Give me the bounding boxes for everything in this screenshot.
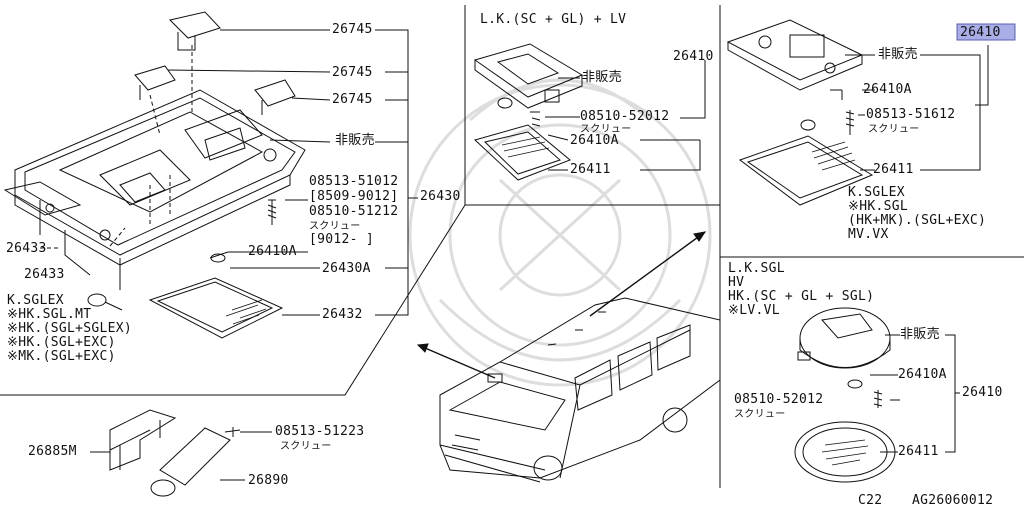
label-screw-pn-tr: 08513-51612 <box>866 107 956 122</box>
left-variant-1: K.SGLEX <box>7 293 64 308</box>
left-variant-list: K.SGLEX ※HK.SGL.MT ※HK.(SGL+SGLEX) ※HK.(… <box>7 294 132 364</box>
label-26432: 26432 <box>322 307 363 322</box>
label-26411-br: 26411 <box>898 444 939 459</box>
screw-drawing-left <box>267 199 277 225</box>
tr-lamp-drawing <box>726 19 874 206</box>
br-title-line-1: L.K.SGL <box>728 261 785 276</box>
label-26745-mid: 26745 <box>332 65 373 80</box>
br-lamp-drawing <box>794 307 896 483</box>
label-26410-center: 26410 <box>673 49 714 64</box>
tr-variant-4: MV.VX <box>848 227 889 242</box>
label-26410a-tr: 26410A <box>863 82 912 97</box>
label-26745-low: 26745 <box>332 92 373 107</box>
label-26410a-center: 26410A <box>570 133 619 148</box>
tr-variant-list: K.SGLEX ※HK.SGL (HK+MK).(SGL+EXC) MV.VX <box>848 186 986 242</box>
van-drawing <box>439 297 721 483</box>
left-variant-2: ※HK.SGL.MT <box>7 307 92 322</box>
label-26430a: 26430A <box>322 261 371 276</box>
bl-leader-lines <box>90 431 272 481</box>
label-screw-word-center: スクリュー <box>580 124 632 135</box>
bulb-drawing-left <box>87 251 229 311</box>
tr-variant-1: K.SGLEX <box>848 185 905 200</box>
label-screw-word-br: スクリュー <box>734 409 786 420</box>
label-screw-pn-1: 08513-51012 <box>309 174 399 189</box>
br-title-line-3: HK.(SC + GL + SGL) <box>728 289 875 304</box>
clip-26745-drawings <box>134 11 296 136</box>
label-26745-top: 26745 <box>332 22 373 37</box>
label-26410a-left: 26410A <box>248 244 297 259</box>
label-screw-word-bl: スクリュー <box>280 441 332 452</box>
left-variant-3: ※HK.(SGL+SGLEX) <box>7 321 132 336</box>
label-26410a-br: 26410A <box>898 367 947 382</box>
label-screw-pn-br: 08510-52012 <box>734 392 824 407</box>
label-26410-br: 26410 <box>962 385 1003 400</box>
br-panel-title: L.K.SGL HV HK.(SC + GL + SGL) ※LV.VL <box>728 262 874 318</box>
label-26411-center: 26411 <box>570 162 611 177</box>
label-screw-word-tr: スクリュー <box>868 124 920 135</box>
br-title-line-2: HV <box>728 275 745 290</box>
label-screw-date-2: [9012- ] <box>309 232 375 247</box>
br-title-line-4: ※LV.VL <box>728 303 780 318</box>
label-26433-b: 26433 <box>24 267 65 282</box>
label-not-for-sale-left: 非販売 <box>335 133 375 148</box>
lens-26432-drawing <box>148 277 284 339</box>
label-screw-pn-2: 08510-51212 <box>309 204 399 219</box>
center-panel-title: L.K.(SC + GL) + LV <box>480 12 627 27</box>
console-housing-drawing <box>3 89 306 290</box>
label-not-for-sale-center: 非販売 <box>582 70 622 85</box>
tr-26410-highlight-frame <box>956 23 1016 41</box>
panel-border-right-split <box>719 205 1024 488</box>
label-26410-highlighted: 26410 <box>960 25 1001 40</box>
label-26890: 26890 <box>248 473 289 488</box>
center-lamp-drawing <box>473 43 584 181</box>
label-screw-word-left: スクリュー <box>309 221 361 232</box>
label-26885m: 26885M <box>28 444 77 459</box>
footer-code-left: C22 <box>858 493 883 508</box>
label-26433-a: 26433 <box>6 241 47 256</box>
label-screw-pn-bl: 08513-51223 <box>275 424 365 439</box>
left-variant-5: ※MK.(SGL+EXC) <box>7 349 116 364</box>
label-26411-tr: 26411 <box>873 162 914 177</box>
label-not-for-sale-br: 非販売 <box>900 327 940 342</box>
tr-variant-3: (HK+MK).(SGL+EXC) <box>848 213 987 228</box>
panel-border-left <box>0 5 466 396</box>
footer-code-right: AG26060012 <box>912 493 994 508</box>
label-not-for-sale-tr: 非販売 <box>878 47 918 62</box>
bl-holder-drawing <box>109 409 241 497</box>
arrow-to-left <box>417 344 496 379</box>
label-screw-pn-center: 08510-52012 <box>580 109 670 124</box>
label-screw-date-1: [8509-9012] <box>309 189 399 204</box>
watermark-emblem <box>408 78 712 387</box>
br-leader-lines <box>870 334 960 453</box>
left-variant-4: ※HK.(SGL+EXC) <box>7 335 116 350</box>
label-26430: 26430 <box>420 189 461 204</box>
tr-leader-lines <box>845 45 989 171</box>
tr-variant-2: ※HK.SGL <box>848 199 908 214</box>
